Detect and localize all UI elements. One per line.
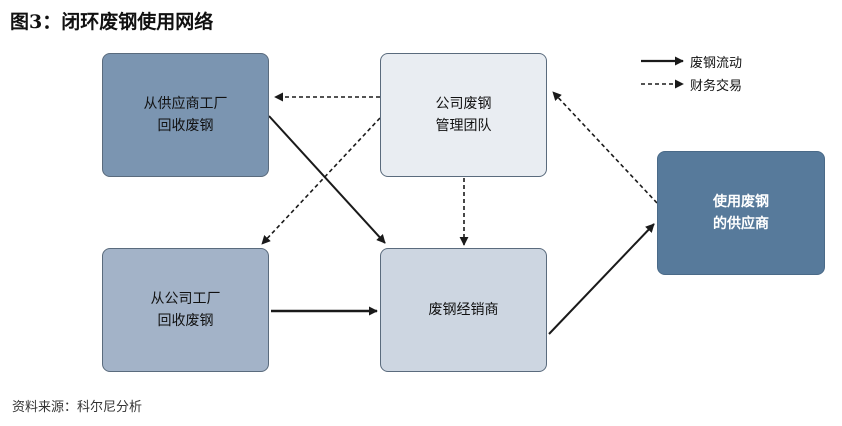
flow-arrow-dealer-to-supplier [548, 223, 655, 335]
node-own-factory: 从公司工厂 回收废钢 [102, 248, 269, 372]
finance-arrow-team-to-own [261, 117, 381, 245]
node-dealer: 废钢经销商 [380, 248, 547, 372]
node-supplier: 使用废钢 的供应商 [657, 151, 825, 275]
node-supplier-line1: 使用废钢 [713, 194, 769, 210]
flow-arrow-external-to-dealer [268, 115, 386, 244]
finance-arrow-supplier-to-team [552, 91, 658, 204]
node-external-factory: 从供应商工厂 回收废钢 [102, 53, 269, 177]
node-internal-team-line2: 管理团队 [435, 118, 492, 134]
node-own-factory-line1: 从公司工厂 [150, 291, 221, 307]
node-own-factory-line2: 回收废钢 [157, 313, 214, 329]
node-external-factory-line2: 回收废钢 [157, 118, 214, 134]
legend-solid-label: 废钢流动 [690, 56, 743, 71]
source-note: 资料来源：科尔尼分析 [12, 400, 143, 415]
node-internal-team: 公司废钢 管理团队 [380, 53, 547, 177]
node-internal-team-line1: 公司废钢 [435, 96, 492, 112]
diagram-title: 图3：闭环废钢使用网络 [10, 11, 214, 33]
node-external-factory-line1: 从供应商工厂 [143, 96, 228, 112]
legend-dashed-label: 财务交易 [690, 79, 743, 94]
node-supplier-line2: 的供应商 [713, 216, 769, 232]
node-dealer-line1: 废钢经销商 [428, 302, 499, 318]
